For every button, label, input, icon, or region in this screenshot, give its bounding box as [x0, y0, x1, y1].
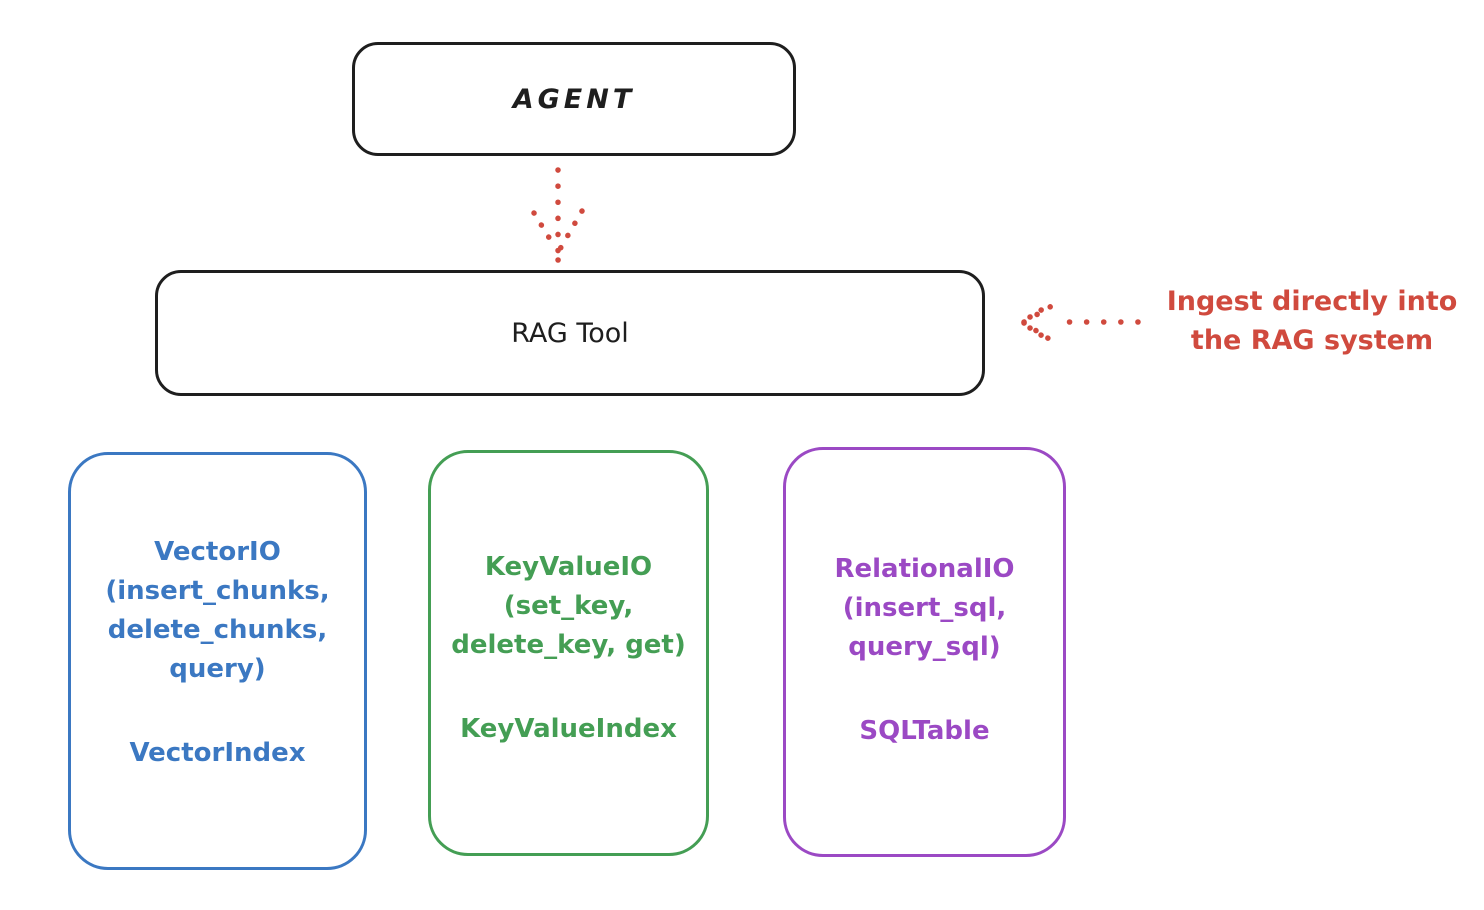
agent-label: AGENT [512, 83, 636, 115]
ingest-annotation: Ingest directly into the RAG system [1166, 286, 1458, 357]
sql-table-label: SQLTable [859, 716, 990, 746]
vector-io-box: VectorIO (insert_chunks, delete_chunks, … [68, 452, 367, 870]
rag-tool-label: RAG Tool [511, 317, 629, 349]
agent-to-ragtool-arrow [531, 167, 585, 263]
keyvalue-index-label: KeyValueIndex [460, 714, 677, 744]
relational-io-box: RelationalIO (insert_sql, query_sql) SQL… [783, 447, 1066, 857]
keyvalue-io-box: KeyValueIO (set_key, delete_key, get) Ke… [428, 450, 709, 856]
keyvalue-io-signature: KeyValueIO (set_key, delete_key, get) [451, 552, 686, 660]
annotation-arrow [1021, 297, 1141, 345]
rag-tool-box: RAG Tool [155, 270, 985, 396]
relational-io-signature: RelationalIO (insert_sql, query_sql) [834, 554, 1015, 662]
agent-box: AGENT [352, 42, 796, 156]
vector-io-signature: VectorIO (insert_chunks, delete_chunks, … [105, 537, 330, 684]
vector-index-label: VectorIndex [129, 738, 306, 768]
